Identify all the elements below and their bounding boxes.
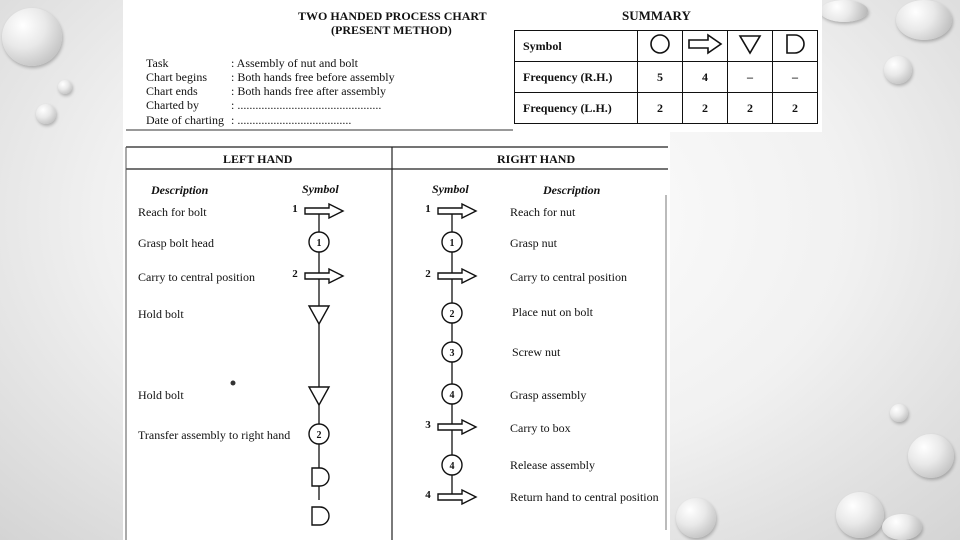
delay-d-icon (312, 507, 329, 525)
step-number: 2 (450, 309, 455, 320)
step-number: 4 (450, 390, 455, 401)
left-hand-symbols: 1 1 2 2 (292, 203, 343, 525)
step-number: 1 (317, 238, 322, 249)
transport-arrow-icon: 3 (425, 419, 476, 434)
storage-triangle-icon (309, 387, 329, 405)
transport-arrow-icon: 2 (425, 268, 476, 283)
right-hand-symbols: 1 1 2 2 3 4 3 4 4 (425, 203, 476, 504)
transport-arrow-icon: 1 (425, 203, 476, 218)
step-number: 3 (450, 348, 455, 359)
operation-circle-icon: 4 (442, 455, 462, 475)
step-number: 2 (292, 268, 298, 280)
step-number: 2 (425, 268, 431, 280)
ink-speck (231, 381, 236, 386)
transport-arrow-icon: 2 (292, 268, 343, 283)
step-number: 4 (450, 461, 455, 472)
step-number: 2 (317, 430, 322, 441)
step-number: 1 (450, 238, 455, 249)
step-number: 4 (425, 489, 431, 501)
transport-arrow-icon: 4 (425, 489, 476, 504)
operation-circle-icon: 1 (442, 232, 462, 252)
step-number: 1 (292, 203, 298, 215)
operation-circle-icon: 2 (309, 424, 329, 444)
operation-circle-icon: 1 (309, 232, 329, 252)
step-number: 1 (425, 203, 431, 215)
step-number: 3 (425, 419, 431, 431)
operation-circle-icon: 3 (442, 342, 462, 362)
operation-circle-icon: 4 (442, 384, 462, 404)
storage-triangle-icon (309, 306, 329, 324)
operation-circle-icon: 2 (442, 303, 462, 323)
delay-d-icon (312, 468, 329, 486)
transport-arrow-icon: 1 (292, 203, 343, 218)
